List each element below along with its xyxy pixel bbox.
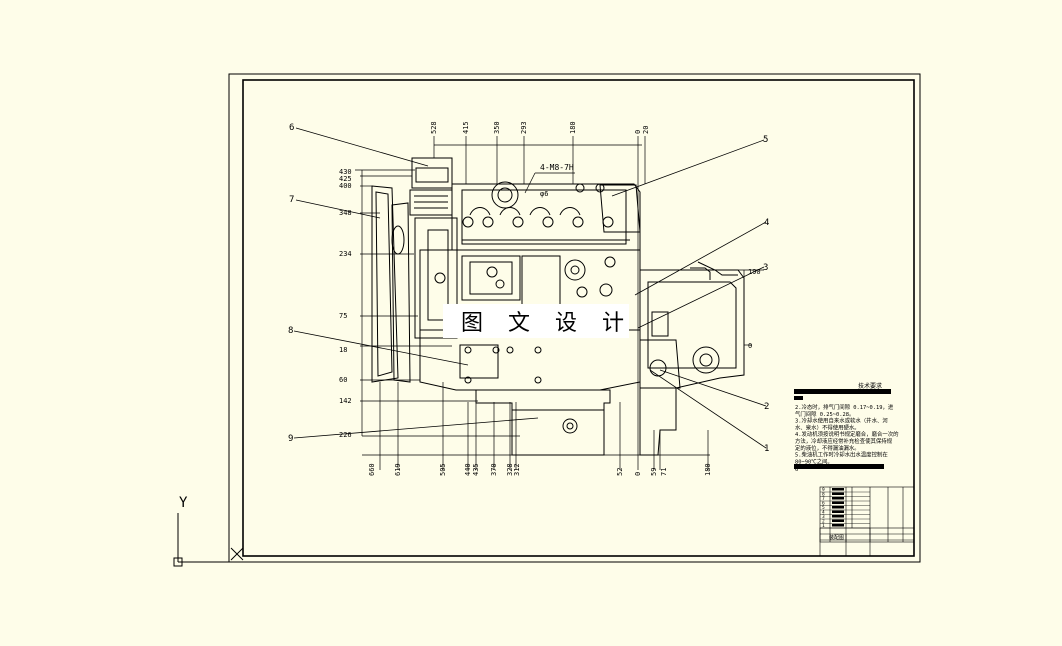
left-dimension-0: 430 [339, 168, 352, 176]
dimension-lines [355, 136, 764, 470]
ucs-icon [173, 513, 244, 567]
watermark-box [443, 304, 629, 338]
bom-row-part-name-5 [832, 510, 844, 513]
ucs-y-label: Y [179, 495, 188, 511]
tech-note-line-10: 6 [795, 467, 798, 473]
tech-note-line-8: 5.柴油机工作时冷却水出水温度控制在 [795, 451, 888, 459]
top-dimension-4: 180 [569, 121, 577, 134]
left-dimension-8: 142 [339, 397, 352, 405]
tech-note-line-2: 气门间隙 0.25~0.28。 [795, 410, 854, 418]
left-dimension-3: 348 [339, 209, 352, 217]
bottom-dimension-10: 59 [650, 468, 658, 476]
bottom-dimension-12: 180 [704, 463, 712, 476]
callout-2: 2 [764, 402, 769, 412]
bottom-dimension-4: 435 [472, 463, 480, 476]
watermark: 图 文 设 计 [461, 311, 633, 336]
tech-note-line-9: 80~90℃之间。 [795, 457, 833, 465]
bom-row-6: 3 [822, 514, 825, 520]
callout-labels: 1 2 3 4 5 6 7 8 9 [288, 123, 769, 454]
left-dimension-1: 425 [339, 175, 352, 183]
callout-3: 3 [763, 263, 768, 273]
bom-row-7: 2 [822, 519, 825, 525]
callout-5: 5 [763, 135, 768, 145]
title-block-name: 装配图 [829, 534, 844, 541]
tech-note-line-5: 4.发动机须按说明书规定磨合，磨合一次的 [795, 430, 899, 438]
bom-row-1: 8 [822, 492, 825, 498]
tech-note-line-0: 1 [795, 389, 798, 395]
bottom-dimension-2: 505 [439, 463, 447, 476]
bom-row-part-name-6 [832, 515, 844, 518]
bottom-dimension-6: 328 [506, 463, 514, 476]
tech-notes-title: 技术要求 [858, 382, 882, 390]
left-dimension-5: 75 [339, 312, 347, 320]
tech-note-line-3: 3.冷却水使用自来水或软水（井水、河 [795, 417, 888, 425]
bottom-dimension-0: 660 [368, 463, 376, 476]
diameter-annotation: φ6 [540, 190, 548, 198]
left-dimension-4: 234 [339, 250, 352, 258]
left-dimension-9: 226 [339, 431, 352, 439]
right-dimension-1: 0 [748, 342, 752, 350]
bottom-dimension-8: 52 [616, 468, 624, 476]
top-dimension-0: 528 [430, 121, 438, 134]
top-dimension-5: 0 [634, 130, 642, 134]
bom-row-8: 1 [822, 523, 825, 529]
leader-lines [293, 127, 767, 449]
bom-row-part-name-4 [832, 506, 844, 509]
bom-row-part-name-3 [832, 501, 844, 504]
tech-note-line-6: 方法，冷却液应经常补充检查使其保持规 [795, 437, 893, 445]
right-dimension-0: 190 [748, 268, 761, 276]
thread-annotation: 4-M8-7H [540, 163, 574, 172]
callout-6: 6 [289, 123, 294, 133]
bom-row-part-name-7 [832, 519, 844, 522]
bom-row-3: 6 [822, 501, 825, 507]
bom-row-part-name-2 [832, 497, 844, 500]
outer-border [228, 73, 921, 563]
bottom-dimension-5: 370 [490, 463, 498, 476]
bom-row-2: 7 [822, 496, 825, 502]
tech-note-line-7: 定的液位，不得漏油漏水。 [795, 444, 860, 452]
top-dimension-2: 350 [493, 121, 501, 134]
top-dimension-6: 20 [642, 126, 650, 134]
callout-1: 1 [764, 444, 769, 454]
bottom-dimension-1: 619 [394, 463, 402, 476]
top-dimension-1: 415 [462, 121, 470, 134]
callout-8: 8 [288, 326, 293, 336]
callout-7: 7 [289, 195, 294, 205]
left-dimension-7: 60 [339, 376, 347, 384]
inner-border [242, 79, 915, 557]
bom-row-0: 9 [822, 487, 825, 493]
bom-row-5: 4 [822, 510, 825, 516]
bottom-dimension-3: 440 [464, 463, 472, 476]
top-dimension-3: 293 [520, 121, 528, 134]
left-dimension-6: 18 [339, 346, 347, 354]
bom-row-part-name-1 [832, 492, 844, 495]
bom-row-part-name-0 [832, 488, 844, 491]
left-dimension-2: 400 [339, 182, 352, 190]
tech-note-line-4: 水、泉水）不得使用硬水。 [795, 423, 860, 431]
bottom-dimension-7: 312 [513, 463, 521, 476]
bottom-dimension-9: 0 [634, 472, 642, 476]
callout-4: 4 [764, 218, 769, 228]
callout-9: 9 [288, 434, 293, 444]
tech-note-line-1: 2.冷态时，排气门间隙 0.17~0.19，进 [795, 403, 894, 411]
bom-row-4: 5 [822, 505, 825, 511]
bottom-dimension-11: 71 [660, 468, 668, 476]
bom-row-part-name-8 [832, 524, 844, 527]
